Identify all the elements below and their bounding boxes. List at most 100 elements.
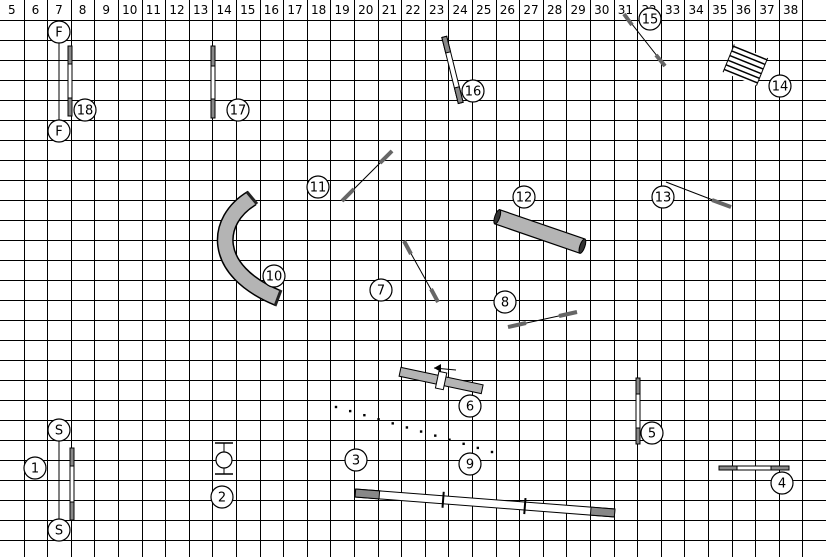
obstacle-number-marker: 9 [458, 452, 482, 476]
marker-label: 17 [230, 104, 247, 119]
marker-circle [47, 418, 71, 442]
jump-4 [718, 465, 790, 471]
column-label: 26 [500, 3, 515, 17]
column-label: 5 [8, 3, 16, 17]
obstacle-number-marker: 7 [369, 278, 393, 302]
start-jump [58, 430, 75, 530]
marker-circle [461, 79, 485, 103]
column-label: 27 [523, 3, 538, 17]
jump-8 [507, 310, 578, 329]
column-label: 33 [665, 3, 680, 17]
marker-label: 16 [465, 85, 482, 100]
column-label: 21 [382, 3, 397, 17]
obstacle-14 [722, 44, 769, 86]
obstacle-number-marker: 18 [73, 98, 97, 122]
weave-pole [363, 413, 366, 417]
weave-pole [448, 438, 451, 441]
obstacle-number-marker: 12 [512, 185, 536, 209]
column-label: 30 [594, 3, 609, 17]
marker-label: 1 [31, 462, 39, 477]
column-label: 36 [736, 3, 751, 17]
marker-circle [226, 98, 250, 122]
marker-label: 8 [501, 296, 509, 311]
marker-label: 4 [778, 477, 786, 492]
marker-label: 3 [352, 454, 360, 469]
column-label: 31 [618, 3, 633, 17]
column-label: 20 [358, 3, 373, 17]
start-marker: S [47, 418, 71, 442]
obstacle-number-marker: 11 [306, 175, 330, 199]
marker-label: 14 [772, 80, 789, 95]
marker-label: 10 [266, 270, 283, 285]
marker-label: 13 [655, 191, 672, 206]
obstacle-number-marker: 15 [638, 7, 662, 31]
column-label: 11 [146, 3, 161, 17]
marker-circle [651, 185, 675, 209]
weave-pole [377, 418, 380, 421]
weave-pole [334, 405, 338, 409]
column-label: 28 [547, 3, 562, 17]
marker-label: 6 [466, 400, 474, 415]
jump-17 [210, 45, 216, 119]
jump-16 [441, 35, 464, 105]
marker-label: 7 [377, 284, 385, 299]
marker-circle [262, 264, 286, 288]
marker-circle [770, 471, 794, 495]
marker-circle [458, 394, 482, 418]
column-label: 17 [287, 3, 302, 17]
weave-pole [476, 446, 480, 450]
marker-label: 9 [466, 458, 474, 473]
jump-11 [340, 149, 394, 203]
weave-pole [462, 442, 465, 446]
column-label: 38 [783, 3, 798, 17]
marker-circle [47, 20, 71, 44]
weave-poles-9 [334, 405, 494, 454]
column-label: 35 [712, 3, 727, 17]
column-label: 12 [169, 3, 184, 17]
teeter-6 [398, 364, 484, 395]
column-label: 22 [405, 3, 420, 17]
column-label: 10 [122, 3, 137, 17]
column-label: 34 [689, 3, 704, 17]
weave-pole [391, 422, 394, 425]
marker-circle [369, 278, 393, 302]
column-label: 25 [476, 3, 491, 17]
column-label: 23 [429, 3, 444, 17]
obstacle-number-marker: 2 [210, 485, 234, 509]
column-label: 7 [55, 3, 63, 17]
obstacle-number-marker: 5 [640, 421, 664, 445]
marker-circle [73, 98, 97, 122]
obstacle-number-marker: 14 [768, 74, 792, 98]
dogwalk-3 [354, 488, 616, 518]
finish-marker: F [47, 20, 71, 44]
column-label: 16 [264, 3, 279, 17]
obstacle-number-marker: 13 [651, 185, 675, 209]
column-label: 19 [335, 3, 350, 17]
marker-circle [47, 518, 71, 542]
obstacle-number-marker: 3 [344, 448, 368, 472]
marker-label: F [55, 26, 62, 41]
obstacle-number-marker: 6 [458, 394, 482, 418]
obstacle-number-marker: 10 [262, 264, 286, 288]
marker-circle [306, 175, 330, 199]
marker-circle [768, 74, 792, 98]
column-label: 14 [217, 3, 232, 17]
marker-label: 15 [642, 13, 659, 28]
obstacle-number-marker: 8 [493, 290, 517, 314]
column-label: 24 [453, 3, 468, 17]
marker-circle [638, 7, 662, 31]
finish-jump [58, 32, 73, 131]
marker-label: 5 [648, 427, 656, 442]
marker-label: S [55, 424, 63, 439]
marker-circle [23, 456, 47, 480]
jump-13 [665, 181, 732, 209]
marker-circle [458, 452, 482, 476]
weave-pole [419, 430, 423, 433]
jump-5 [635, 377, 641, 445]
weave-pole [348, 409, 352, 413]
column-label: 37 [759, 3, 774, 17]
